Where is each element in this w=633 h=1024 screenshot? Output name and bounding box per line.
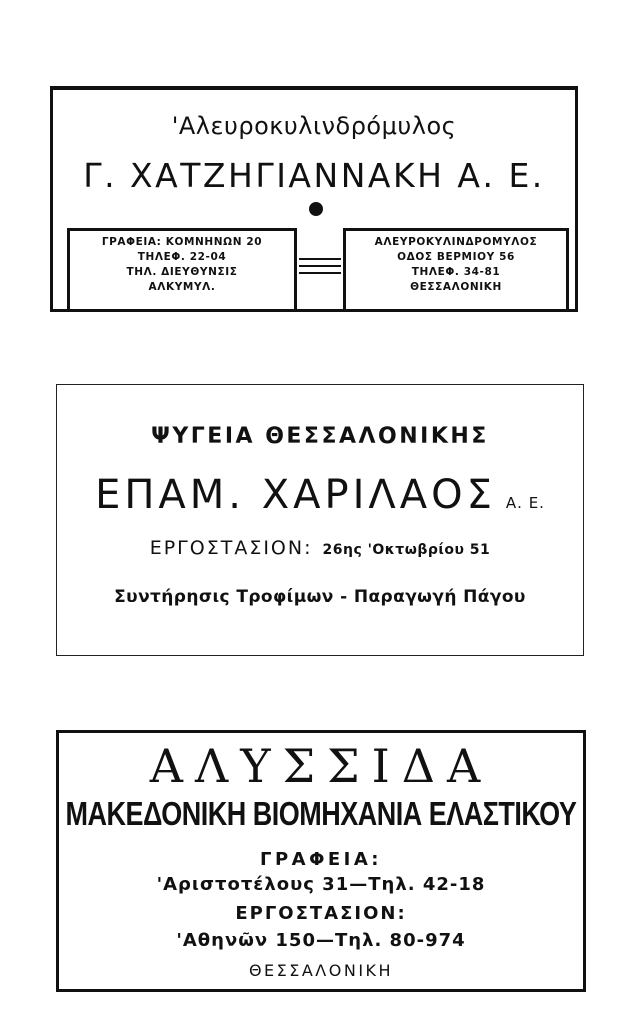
ad2-factory-address: 26ης 'Οκτωβρίου 51 xyxy=(322,542,491,558)
ad2-frame xyxy=(56,384,584,656)
ad2-factory-label: ΕΡΓΟΣΤΑΣΙΟΝ: xyxy=(149,537,313,559)
ad2-company-suffix: Α. Ε. xyxy=(505,494,545,512)
ad2-company: ΕΠΑΜ. ΧΑΡΙΛΑΟΣ Α. Ε. xyxy=(56,472,584,518)
ad1-company: Γ. ΧΑΤΖΗΓΙΑΝΝΑΚΗ Α. Ε. xyxy=(83,156,545,195)
ad2-headline: ΨΥΓΕΙΑ ΘΕΣΣΑΛΟΝΙΚΗΣ xyxy=(151,424,489,449)
ad3-factory-address: 'Αθηνῶν 150—Τηλ. 80-974 xyxy=(176,930,466,951)
ad1-left-line: ΤΗΛ. ΔΙΕΥΘΥΝΣΙΣ xyxy=(126,266,238,278)
connector-line xyxy=(299,258,341,260)
ad-rubber-industry: ΑΛΥΣΣΙΔΑ ΜΑΚΕΔΟΝΙΚΗ ΒΙΟΜΗΧΑΝΙΑ ΕΛΑΣΤΙΚΟΥ… xyxy=(56,730,586,992)
ad3-tagline: ΜΑΚΕΔΟΝΙΚΗ ΒΙΟΜΗΧΑΝΙΑ ΕΛΑΣΤΙΚΟΥ xyxy=(65,795,577,833)
bullet-dot-icon xyxy=(309,202,323,216)
ad3-offices-address: 'Αριστοτέλους 31—Τηλ. 42-18 xyxy=(156,874,486,895)
ad1-left-line: ΑΛΚΥΜΥΛ. xyxy=(148,281,216,293)
ad1-right-line: ΟΔΟΣ ΒΕΡΜΙΟΥ 56 xyxy=(397,251,515,263)
ad1-right-line: ΤΗΛΕΦ. 34-81 xyxy=(411,266,501,278)
ad3-offices-label: ΓΡΑΦΕΙΑ: xyxy=(259,849,383,870)
ad1-offices-box: ΓΡΑΦΕΙΑ: ΚΟΜΝΗΝΩΝ 20 ΤΗΛΕΦ. 22-04 ΤΗΛ. Δ… xyxy=(67,228,297,312)
ad2-company-name: ΕΠΑΜ. ΧΑΡΙΛΑΟΣ xyxy=(95,472,496,518)
connector-line xyxy=(299,265,341,267)
ad3-brand: ΑΛΥΣΣΙΔΑ xyxy=(149,739,493,793)
ad1-left-line: ΓΡΑΦΕΙΑ: ΚΟΜΝΗΝΩΝ 20 xyxy=(101,236,263,248)
ad1-right-line: ΘΕΣΣΑΛΟΝΙΚΗ xyxy=(410,281,502,293)
ad1-product: 'Αλευροκυλινδρόμυλος xyxy=(171,112,457,140)
ad1-right-line: ΑΛΕΥΡΟΚΥΛΙΝΔΡΟΜΥΛΟΣ xyxy=(374,236,538,248)
connector-line xyxy=(299,272,341,274)
ad2-services: Συντήρησις Τροφίμων - Παραγωγή Πάγου xyxy=(114,587,526,607)
ad-flour-mill: 'Αλευροκυλινδρόμυλος Γ. ΧΑΤΖΗΓΙΑΝΝΑΚΗ Α.… xyxy=(50,86,578,312)
ad3-city: ΘΕΣΣΑΛΟΝΙΚΗ xyxy=(248,961,394,980)
ad1-mill-box: ΑΛΕΥΡΟΚΥΛΙΝΔΡΟΜΥΛΟΣ ΟΔΟΣ ΒΕΡΜΙΟΥ 56 ΤΗΛΕ… xyxy=(343,228,569,312)
ad1-left-line: ΤΗΛΕΦ. 22-04 xyxy=(137,251,227,263)
ad3-factory-label: ΕΡΓΟΣΤΑΣΙΟΝ: xyxy=(235,903,407,924)
ad2-factory: ΕΡΓΟΣΤΑΣΙΟΝ: 26ης 'Οκτωβρίου 51 xyxy=(56,537,584,559)
